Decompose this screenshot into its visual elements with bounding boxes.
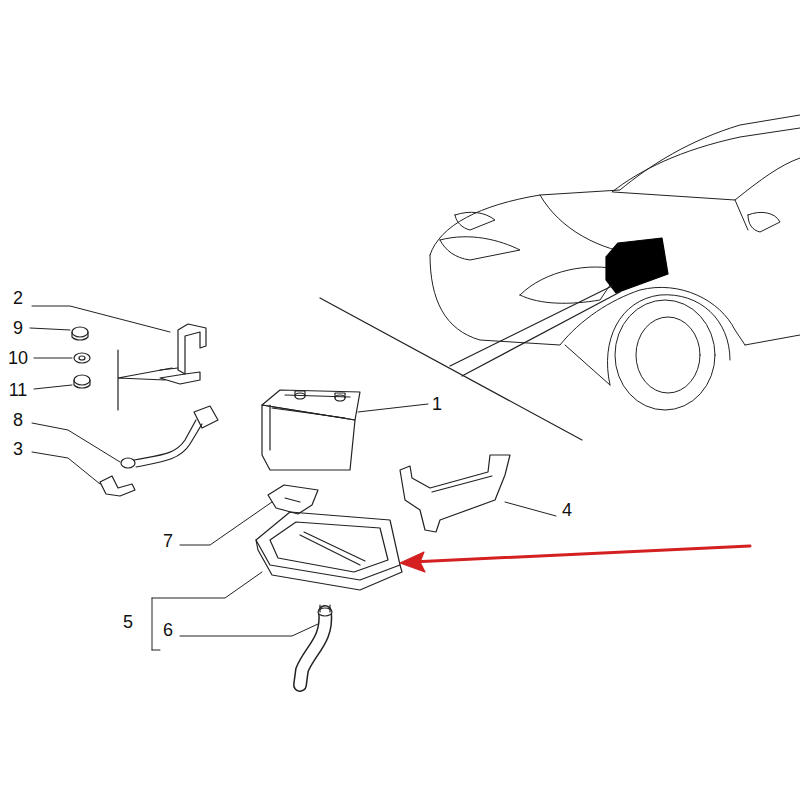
car-outline bbox=[430, 115, 800, 410]
drain-hose bbox=[300, 605, 332, 685]
support-plate bbox=[268, 485, 318, 514]
group-bracket bbox=[118, 350, 172, 410]
bracket-2 bbox=[160, 324, 206, 384]
battery-tray bbox=[256, 512, 402, 590]
battery-cable bbox=[121, 406, 218, 468]
pointer-line bbox=[462, 292, 620, 376]
callout-number: 3 bbox=[11, 439, 25, 459]
callout-number: 5 bbox=[121, 612, 135, 632]
callout-number: 7 bbox=[161, 531, 175, 551]
nut bbox=[72, 327, 88, 337]
washer bbox=[74, 353, 90, 363]
callout-number: 9 bbox=[11, 318, 25, 338]
callout-number: 11 bbox=[7, 380, 30, 400]
terminal-clamp bbox=[100, 476, 135, 496]
section-line bbox=[320, 298, 582, 440]
pointer-line bbox=[450, 286, 612, 366]
leader-lines bbox=[30, 306, 556, 650]
nut bbox=[74, 375, 90, 385]
callout-number: 8 bbox=[11, 410, 25, 430]
callout-number: 1 bbox=[430, 394, 444, 414]
callout-number: 4 bbox=[560, 500, 574, 520]
pointer-arrow bbox=[400, 546, 750, 572]
battery-location bbox=[606, 238, 668, 293]
hold-down-bracket bbox=[400, 455, 510, 532]
battery bbox=[262, 390, 360, 470]
callout-number: 6 bbox=[161, 620, 175, 640]
callout-number: 2 bbox=[11, 288, 25, 308]
callout-number: 10 bbox=[6, 348, 30, 368]
